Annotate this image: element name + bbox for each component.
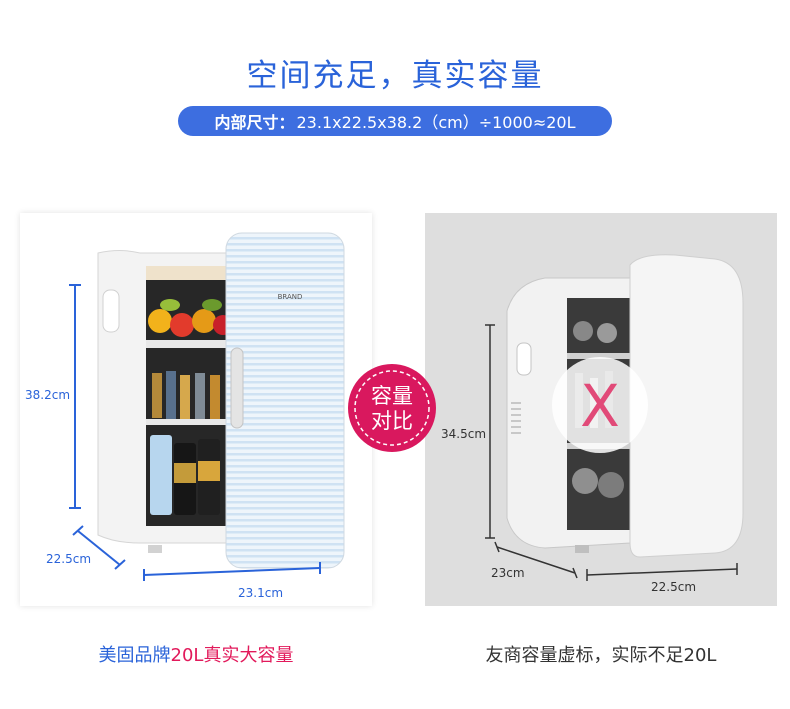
competitor-depth-label: 23cm [491,566,525,580]
competitor-height-dimension [485,324,495,539]
competitor-height-label: 34.5cm [441,427,486,441]
x-mark: X [580,372,620,440]
competitor-fridge-illustration: X 34.5cm 23cm 22.5cm [441,254,744,594]
spec-value: 23.1x22.5x38.2（cm）÷1000≈20L [296,113,576,132]
badge-line-2: 对比 [371,409,413,433]
competitor-depth-dimension [494,541,578,579]
width-label: 23.1cm [238,586,283,600]
product-caption-prefix: 美固品牌 [98,645,171,666]
badge-circle [348,364,436,452]
product-panel: BRAND 38.2cm 22.5cm 23.1cm [20,213,372,606]
spec-pill: 内部尺寸： 23.1x22.5x38.2（cm）÷1000≈20L [178,106,612,136]
depth-dimension [72,525,126,570]
badge-dashed-ring [354,370,430,446]
door-brand-text: BRAND [278,293,303,301]
competitor-panel: X 34.5cm 23cm 22.5cm [425,213,777,606]
width-dimension [143,562,321,581]
bottle-shelf [146,371,232,425]
product-fridge-illustration: BRAND 38.2cm 22.5cm 23.1cm [25,232,345,600]
product-caption-highlight: 20L真实大容量 [170,645,294,666]
height-dimension [69,284,81,509]
comparison-badge: 容量 对比 [346,362,438,454]
product-caption: 美固品牌20L真实大容量 [20,641,372,667]
competitor-width-dimension [586,563,738,581]
page-title: 空间充足，真实容量 [246,58,544,94]
x-mark-circle [552,357,648,453]
depth-label: 22.5cm [46,552,91,566]
fridge-door: BRAND [225,232,345,569]
competitor-caption: 友商容量虚标，实际不足20L [485,645,717,666]
competitor-fridge-door [629,254,744,558]
badge-line-1: 容量 [371,384,413,408]
spec-label: 内部尺寸： [214,113,295,132]
height-label: 38.2cm [25,388,70,402]
competitor-width-label: 22.5cm [651,580,696,594]
can-shelf [150,435,220,515]
